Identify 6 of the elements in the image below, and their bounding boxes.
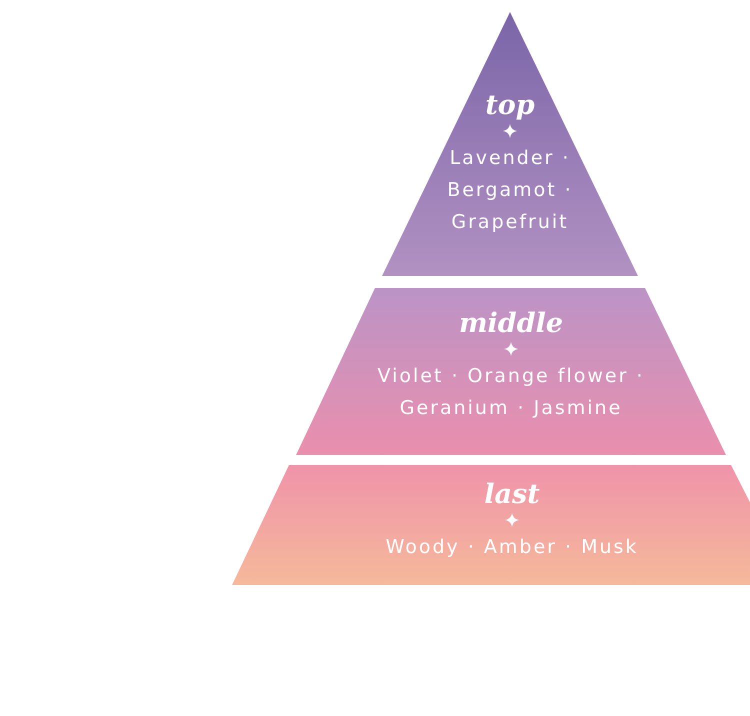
tier-heading: middle — [458, 308, 564, 340]
tier-heading: last — [484, 479, 540, 511]
note-list: Lavender · Bergamot · Grapefruit — [435, 142, 585, 238]
note-list: Violet · Orange flower · Geranium · Jasmine — [346, 360, 676, 424]
note-list: Woody · Amber · Musk — [386, 531, 638, 563]
tier-heading: top — [485, 90, 535, 122]
